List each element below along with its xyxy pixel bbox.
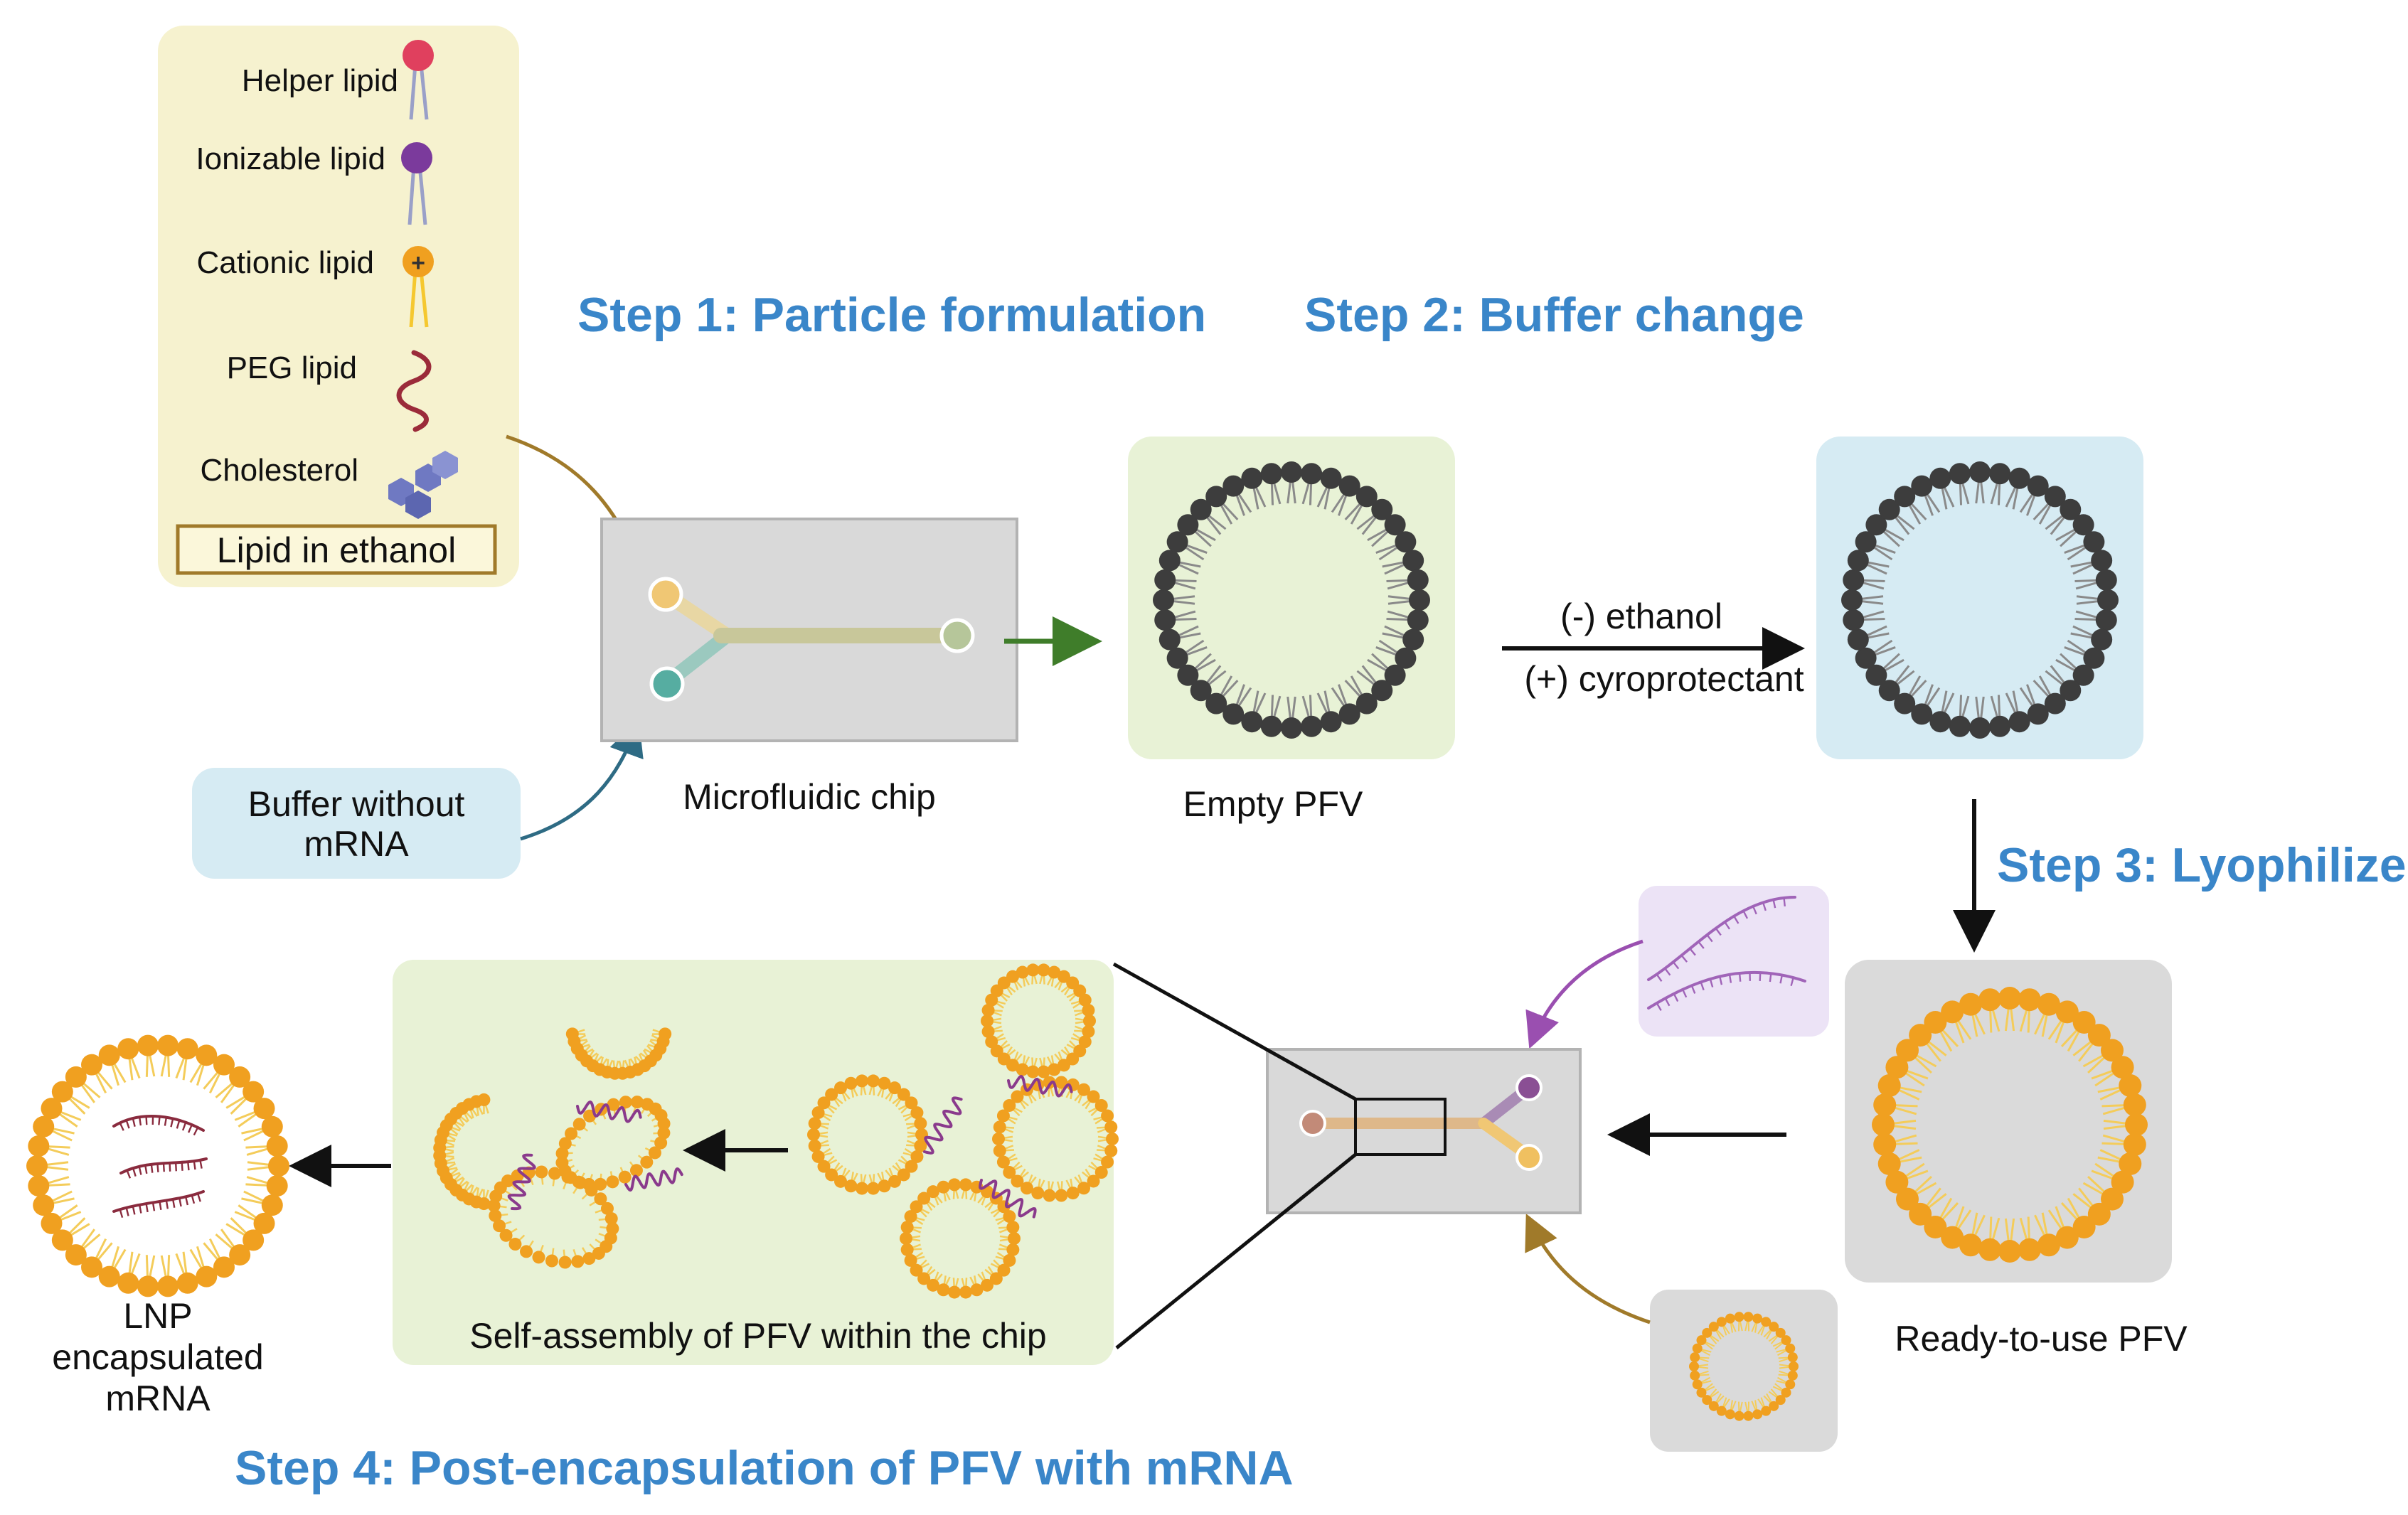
buffer-label-line1: Buffer without (248, 784, 465, 824)
small-pfv-panel (1650, 1290, 1838, 1452)
step2-title: Step 2: Buffer change (1304, 288, 1804, 342)
mrna-to-chip-arrow (1532, 941, 1643, 1042)
microfluidic-chip-label: Microfluidic chip (683, 777, 936, 817)
empty-pfv-label: Empty PFV (1183, 784, 1363, 824)
zoom-line-top (1114, 964, 1355, 1099)
microfluidic-chip-top (602, 519, 1017, 741)
cationic-plus-sign: + (411, 250, 425, 277)
step3-title: Step 3: Lyophilize (1997, 838, 2407, 892)
zoom-line-bottom (1117, 1155, 1355, 1348)
legend-label-helper-lipid: Helper lipid (242, 63, 398, 98)
step4-title: Step 4: Post-encapsulation of PFV with m… (235, 1441, 1294, 1495)
legend-label-ionizable-lipid: Ionizable lipid (196, 141, 385, 176)
buffer-to-chip-arrow (521, 727, 636, 839)
self-assembly-label: Self-assembly of PFV within the chip (469, 1316, 1046, 1356)
lipid-legend-panel: Helper lipid Ionizable lipid Cationic li… (158, 26, 519, 587)
ready-pfv-label: Ready-to-use PFV (1895, 1319, 2188, 1359)
mrna-box (1639, 886, 1829, 1037)
lnp-encapsulated-mrna (26, 1035, 289, 1297)
buffer-label-line2: mRNA (304, 824, 409, 864)
minus-ethanol-label: (-) ethanol (1560, 596, 1722, 636)
legend-label-peg-lipid: PEG lipid (227, 350, 357, 385)
buffer-box: Buffer without mRNA (192, 768, 521, 879)
lnp-label-line2: encapsulated (52, 1337, 263, 1377)
legend-label-cationic-lipid: Cationic lipid (197, 245, 374, 280)
plus-cryoprotectant-label: (+) cyroprotectant (1524, 659, 1804, 699)
small-pfv-to-chip-arrow (1529, 1220, 1650, 1322)
step1-title: Step 1: Particle formulation (577, 288, 1206, 342)
legend-label-cholesterol: Cholesterol (200, 453, 358, 488)
lipid-in-ethanol-label: Lipid in ethanol (217, 530, 456, 570)
lnp-label-line1: LNP (123, 1296, 192, 1336)
lnp-label-line3: mRNA (105, 1379, 211, 1418)
